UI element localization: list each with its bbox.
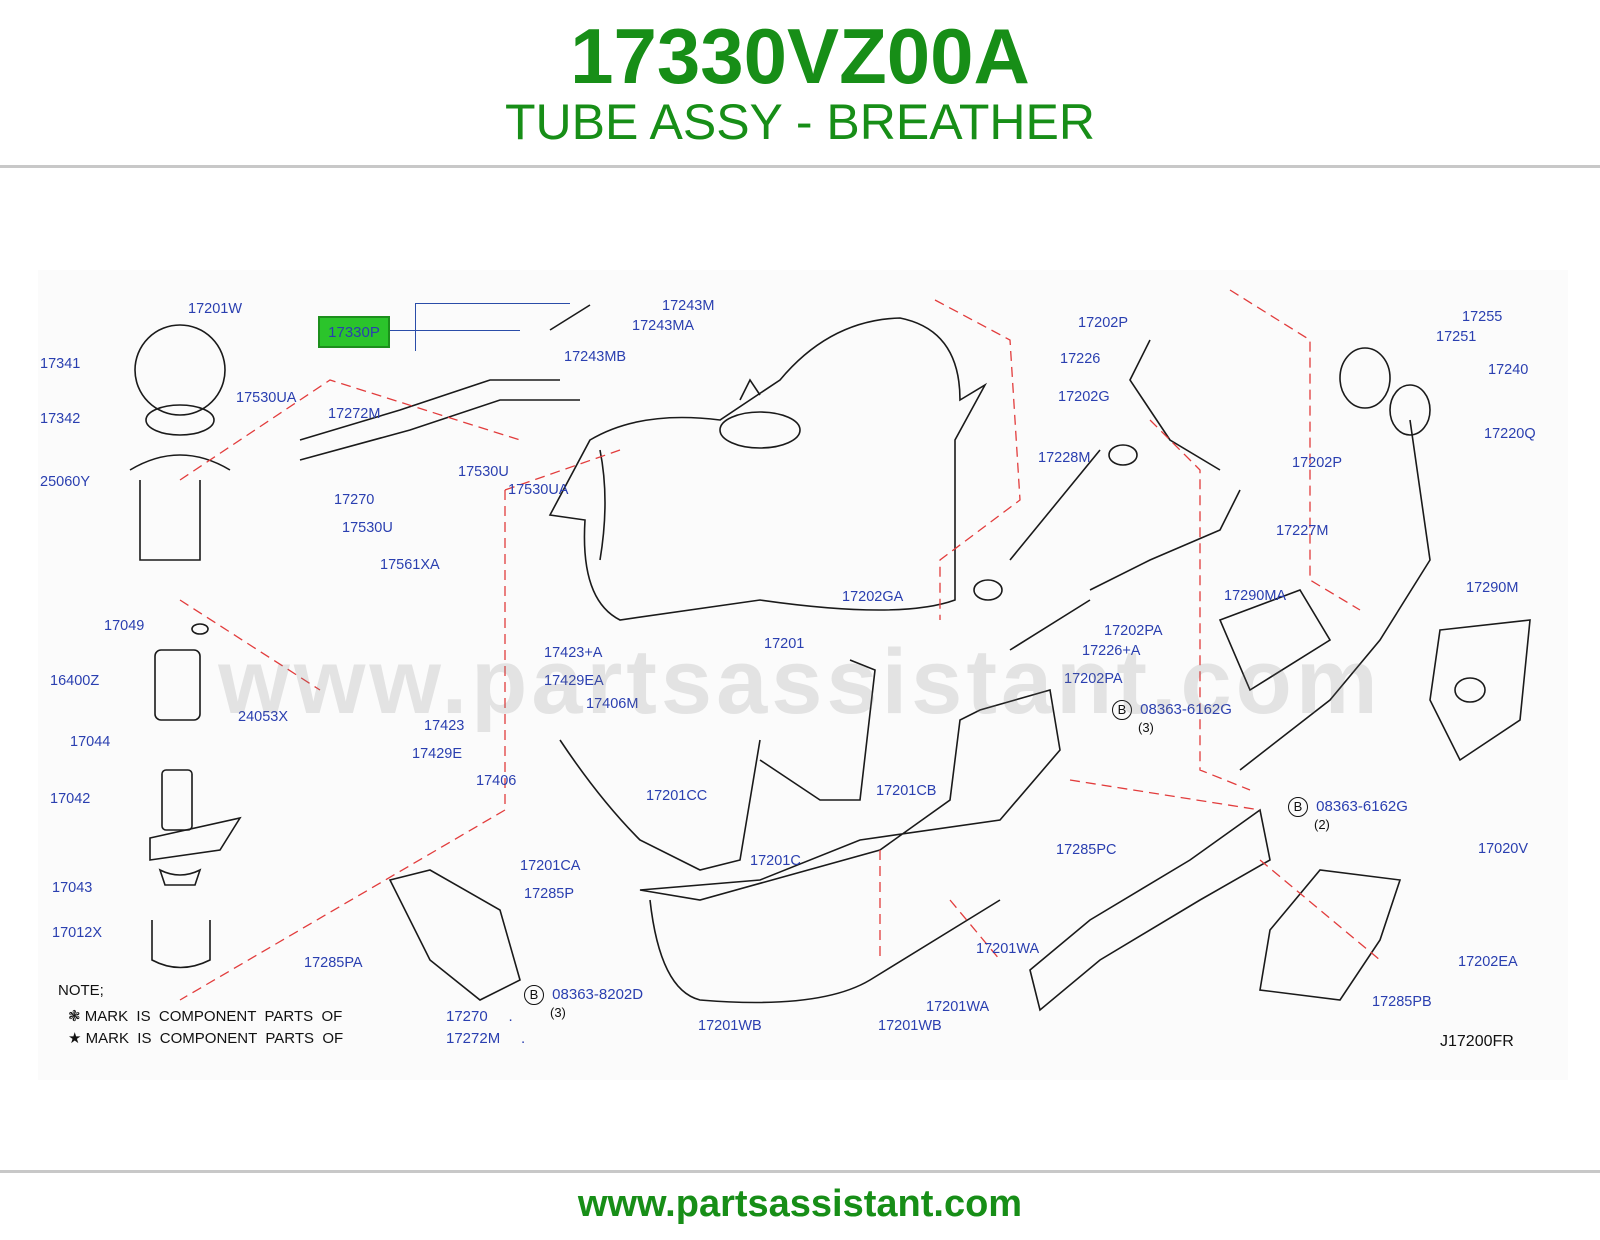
- part-label[interactable]: 17285PA: [304, 955, 363, 971]
- part-label[interactable]: 17285P: [524, 886, 574, 902]
- part-label[interactable]: 17530UA: [508, 482, 569, 498]
- part-label[interactable]: 17202EA: [1458, 954, 1518, 970]
- part-label[interactable]: 17429E: [412, 746, 462, 762]
- part-number-title: 17330VZ00A: [570, 12, 1030, 100]
- part-label[interactable]: 17201CB: [876, 783, 937, 799]
- part-label[interactable]: 17201: [764, 636, 805, 652]
- part-label[interactable]: 17270: [334, 492, 375, 508]
- part-label[interactable]: 17530U: [342, 520, 393, 536]
- part-label[interactable]: 17202PA: [1104, 623, 1163, 639]
- watermark: www.partsassistant.com: [218, 631, 1382, 733]
- header-divider: [0, 165, 1600, 168]
- part-label[interactable]: 17561XA: [380, 557, 440, 573]
- part-label[interactable]: 16400Z: [50, 673, 100, 689]
- part-label[interactable]: 17342: [40, 411, 81, 427]
- bolt-symbol: B: [1112, 700, 1132, 720]
- part-label[interactable]: 17226+A: [1082, 643, 1141, 659]
- part-label[interactable]: 17202GA: [842, 589, 904, 605]
- highlighted-part-17330P[interactable]: 17330P: [318, 316, 390, 348]
- bolt-ref-3: B 08363-8202D (3): [524, 985, 643, 1020]
- part-label[interactable]: 17285PB: [1372, 994, 1432, 1010]
- part-label[interactable]: 17285PC: [1056, 842, 1117, 858]
- part-label[interactable]: 17255: [1462, 309, 1503, 325]
- bolt-code: 08363-8202D: [552, 986, 644, 1003]
- footer-divider: [0, 1170, 1600, 1173]
- part-label[interactable]: 17202P: [1078, 315, 1128, 331]
- note-line-2: ★ MARK IS COMPONENT PARTS OF: [68, 1030, 344, 1047]
- bolt-qty: (2): [1314, 817, 1330, 832]
- part-label[interactable]: 17228M: [1038, 450, 1091, 466]
- part-label[interactable]: 17201CC: [646, 788, 708, 804]
- part-label[interactable]: 17243MB: [564, 349, 627, 365]
- part-label[interactable]: 17243MA: [632, 318, 695, 334]
- part-label[interactable]: 17423+A: [544, 645, 603, 661]
- part-label[interactable]: 17220Q: [1484, 426, 1536, 442]
- part-label[interactable]: 17290MA: [1224, 588, 1287, 604]
- part-label[interactable]: 17202G: [1058, 389, 1110, 405]
- note-ref-2: 17272M .: [446, 1030, 526, 1047]
- part-label[interactable]: 17202PA: [1064, 671, 1123, 687]
- bolt-ref-2: B 08363-6162G (2): [1288, 797, 1408, 832]
- part-label[interactable]: 17341: [40, 356, 81, 372]
- part-label[interactable]: 17423: [424, 718, 465, 734]
- part-label[interactable]: 17290M: [1466, 580, 1519, 596]
- part-label[interactable]: 17226: [1060, 351, 1101, 367]
- part-label[interactable]: 17201C: [750, 853, 801, 869]
- part-label[interactable]: 17201WA: [976, 941, 1040, 957]
- bolt-symbol: B: [524, 985, 544, 1005]
- bolt-code: 08363-6162G: [1316, 798, 1408, 815]
- part-label[interactable]: 17020V: [1478, 841, 1528, 857]
- part-label[interactable]: 17042: [50, 791, 91, 807]
- bolt-symbol: B: [1288, 797, 1308, 817]
- part-label[interactable]: 17406M: [586, 696, 639, 712]
- part-label[interactable]: 25060Y: [40, 474, 90, 490]
- part-label[interactable]: 17201WA: [926, 999, 990, 1015]
- part-label[interactable]: 17201W: [188, 301, 243, 317]
- part-label[interactable]: 17044: [70, 734, 111, 750]
- highlighted-part-label: 17330P: [328, 324, 380, 341]
- part-label[interactable]: 17240: [1488, 362, 1529, 378]
- leader-line: [390, 330, 520, 331]
- bolt-code: 08363-6162G: [1140, 701, 1232, 718]
- part-label[interactable]: 17272M: [328, 406, 381, 422]
- part-label[interactable]: 17530UA: [236, 390, 297, 406]
- bolt-qty: (3): [1138, 720, 1154, 735]
- part-label[interactable]: 17201CA: [520, 858, 581, 874]
- note-title: NOTE;: [58, 982, 104, 999]
- bolt-qty: (3): [550, 1005, 566, 1020]
- part-label[interactable]: 17243M: [662, 298, 715, 314]
- part-label[interactable]: 17530U: [458, 464, 509, 480]
- part-label[interactable]: 17202P: [1292, 455, 1342, 471]
- footer-url[interactable]: www.partsassistant.com: [577, 1183, 1023, 1225]
- part-label[interactable]: 17251: [1436, 329, 1477, 345]
- leader-line: [415, 303, 416, 351]
- part-label[interactable]: 17227M: [1276, 523, 1329, 539]
- part-label[interactable]: 17043: [52, 880, 93, 896]
- bolt-ref-1: B 08363-6162G (3): [1112, 700, 1232, 735]
- part-label[interactable]: 17201WB: [878, 1018, 942, 1034]
- note-ref-1: 17270 .: [446, 1008, 513, 1025]
- note-line-1: ❃ MARK IS COMPONENT PARTS OF: [68, 1008, 343, 1025]
- leader-line: [415, 303, 570, 304]
- part-label[interactable]: 17049: [104, 618, 145, 634]
- part-label[interactable]: 17012X: [52, 925, 102, 941]
- part-label[interactable]: 17201WB: [698, 1018, 762, 1034]
- part-label[interactable]: 24053X: [238, 709, 288, 725]
- figure-code: J17200FR: [1440, 1033, 1514, 1050]
- part-label[interactable]: 17429EA: [544, 673, 604, 689]
- part-label[interactable]: 17406: [476, 773, 517, 789]
- part-description: TUBE ASSY - BREATHER: [505, 94, 1095, 150]
